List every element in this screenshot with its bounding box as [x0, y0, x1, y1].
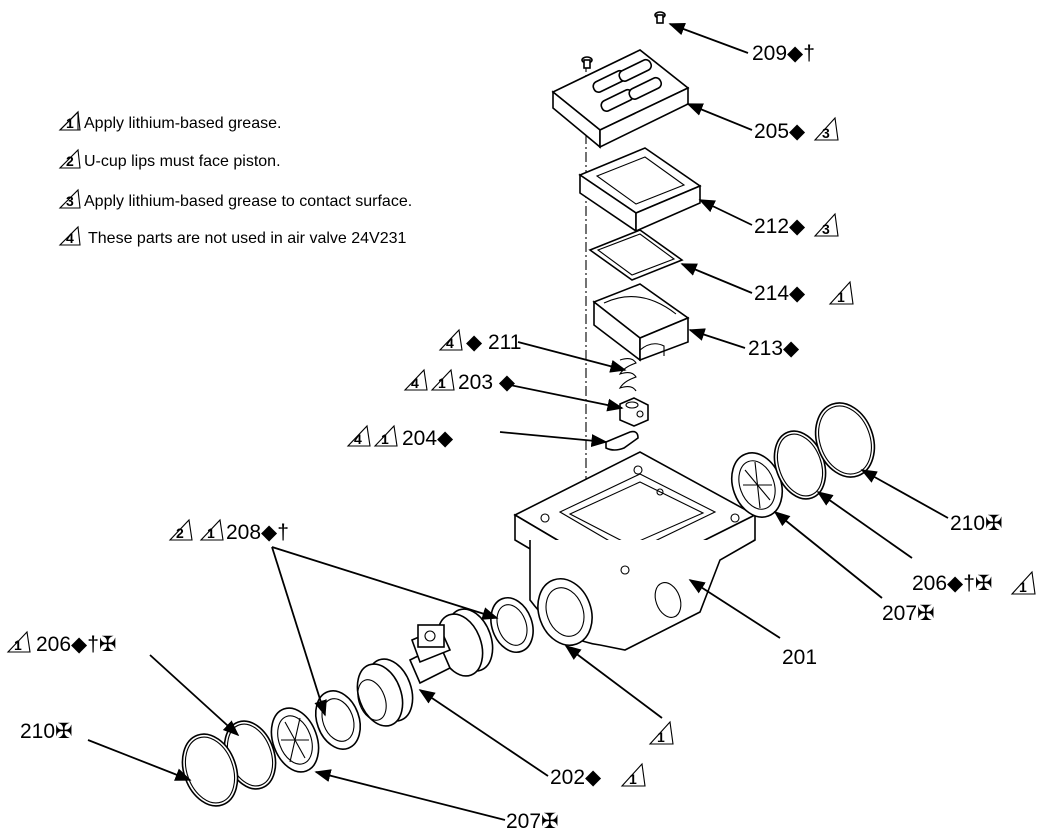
svg-text:1: 1: [1019, 579, 1027, 595]
leader-204: [499, 431, 608, 448]
note-2-number: 2: [66, 153, 74, 169]
part-207-right-piston-cap: [730, 452, 784, 518]
svg-text:1: 1: [629, 771, 637, 787]
callout-204: 204◆: [402, 427, 454, 450]
leader-lines: [87, 23, 949, 821]
note-1-number: 1: [66, 115, 74, 131]
leader-207-bottom: [314, 769, 506, 821]
warning-triangle-icon: [6, 630, 31, 653]
part-213-valve-block: [592, 283, 690, 362]
part-209-screw-plate: [581, 56, 593, 69]
part-211-spring: [618, 357, 637, 392]
svg-text:3: 3: [822, 125, 830, 141]
leader-205: [686, 103, 753, 131]
leader-201: [688, 579, 781, 639]
svg-text:1: 1: [837, 289, 845, 305]
warning-triangle-icon: [1010, 570, 1036, 595]
note-4-text: These parts are not used in air valve 24…: [88, 230, 407, 247]
svg-text:2: 2: [176, 525, 184, 541]
note-4-number: 4: [66, 230, 74, 246]
svg-text:1: 1: [438, 375, 446, 391]
part-212-valve-cup: [578, 147, 702, 233]
warning-triangle-icon: [828, 280, 854, 305]
part-208-lower-ucup: [314, 690, 362, 750]
part-203-detent: [619, 397, 649, 427]
leader-206-left: [149, 654, 240, 737]
warning-triangle-icon: [373, 424, 398, 447]
svg-text:4: 4: [354, 431, 362, 447]
callout-labels: 209◆† 205◆ 3 212◆ 3 214◆ 1 213◆ 4 ◆ 211 …: [6, 42, 1036, 833]
warning-triangle-icon: [648, 720, 674, 745]
part-204-cam: [605, 430, 639, 451]
callout-212: 212◆: [754, 215, 806, 238]
warning-triangle-icon: [168, 518, 193, 541]
callout-214: 214◆: [754, 282, 806, 305]
svg-text:4: 4: [446, 335, 454, 351]
part-208-upper-ucup: [490, 597, 534, 653]
callout-209: 209◆†: [752, 42, 815, 65]
leader-206-right: [816, 491, 913, 559]
leader-212: [698, 199, 753, 226]
svg-text:1: 1: [381, 431, 389, 447]
note-3-text: Apply lithium-based grease to contact su…: [84, 193, 412, 210]
warning-triangle-icon: [430, 368, 455, 391]
leader-202: [418, 689, 549, 777]
callout-208: 208◆†: [226, 521, 289, 544]
callout-211: ◆ 211: [466, 331, 521, 354]
note-2: 2 U-cup lips must face piston.: [58, 148, 281, 170]
part-210-right-retaining-ring: [814, 402, 876, 478]
part-202-piston: [356, 608, 494, 727]
note-4: 4 These parts are not used in air valve …: [58, 225, 407, 247]
warning-triangle-icon: [620, 762, 646, 787]
callout-206-left: 206◆†✠: [36, 633, 116, 656]
part-201-housing: [513, 451, 757, 651]
leader-210-right: [860, 469, 949, 519]
svg-text:4: 4: [411, 375, 419, 391]
callout-213: 213◆: [748, 337, 800, 360]
warning-triangle-icon: [58, 225, 81, 246]
note-1-text: Apply lithium-based grease.: [84, 115, 281, 132]
callout-205: 205◆: [754, 120, 806, 143]
part-209-screw-top: [654, 11, 666, 24]
warning-triangle-icon: [346, 424, 371, 447]
callout-207-right: 207✠: [882, 602, 935, 625]
leader-213: [688, 328, 746, 349]
warning-triangle-icon: [403, 368, 428, 391]
part-205-plate: [551, 49, 690, 149]
note-3: 3 Apply lithium-based grease to contact …: [58, 188, 412, 210]
warning-triangle-icon: [58, 188, 81, 209]
note-1: 1 Apply lithium-based grease.: [58, 110, 281, 132]
svg-text:1: 1: [207, 525, 215, 541]
leader-214: [680, 263, 753, 294]
leader-210-left: [87, 739, 192, 781]
leader-211: [517, 341, 627, 373]
callout-202: 202◆: [550, 766, 602, 789]
callout-201: 201: [782, 646, 817, 669]
warning-triangle-icon: [199, 518, 224, 541]
svg-text:3: 3: [822, 221, 830, 237]
callout-207-bottom: 207✠: [506, 810, 559, 833]
note-2-text: U-cup lips must face piston.: [84, 153, 281, 170]
callout-210-left: 210✠: [20, 720, 73, 743]
warning-triangle-icon: [438, 328, 463, 351]
svg-text:1: 1: [14, 637, 22, 653]
callout-210-right: 210✠: [950, 512, 1003, 535]
leader-208-lower: [271, 546, 327, 717]
leader-207-right: [773, 510, 883, 599]
notes-legend: 1 Apply lithium-based grease. 2 U-cup li…: [58, 110, 412, 247]
warning-triangle-icon: [813, 212, 839, 237]
part-214-gasket: [588, 229, 684, 281]
note-3-number: 3: [66, 193, 74, 209]
callout-206-right: 206◆†✠: [912, 572, 992, 595]
warning-triangle-icon: [58, 148, 81, 169]
leader-grease-housing: [564, 645, 663, 719]
svg-text:1: 1: [657, 729, 665, 745]
warning-triangle-icon: [813, 116, 839, 141]
leader-203: [499, 382, 624, 412]
part-207-left-piston-cap: [270, 707, 320, 773]
leader-208-upper: [271, 546, 499, 620]
callout-203: 203 ◆: [458, 371, 516, 394]
leader-209: [668, 23, 749, 54]
